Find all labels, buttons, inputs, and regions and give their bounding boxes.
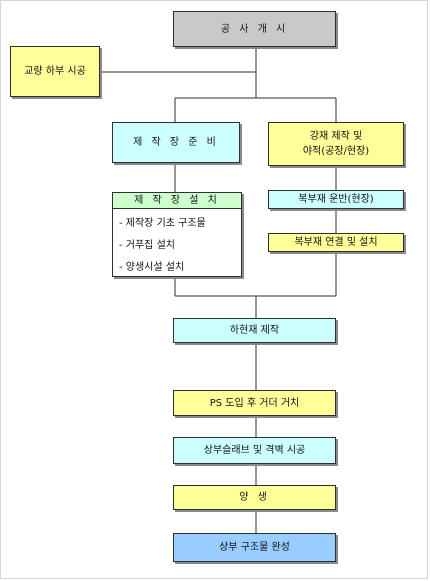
- yard-installation-tasks: - 제작장 기초 구조물 - 거푸집 설치 - 양생시설 설치: [112, 208, 242, 277]
- bridge-substructure-node: 교량 하부 시공: [10, 46, 100, 97]
- steel-fabrication-node: 강재 제작 및 야적(공장/현장): [268, 122, 404, 166]
- ps-girder-node: PS 도입 후 거더 거치: [173, 390, 336, 416]
- yard-installation-node: 제 작 장 설 치: [112, 192, 242, 209]
- yard-task-item: - 양생시설 설치: [119, 262, 185, 273]
- yard-preparation-node: 제 작 장 준 비: [112, 122, 240, 163]
- deck-slab-node: 상부슬래브 및 격벽 시공: [173, 437, 336, 464]
- lower-chord-node: 하현재 제작: [173, 318, 336, 343]
- yard-task-item: - 거푸집 설치: [119, 240, 175, 251]
- start-node: 공 사 개 시: [173, 11, 336, 47]
- member-transport-node: 복부재 운반(현장): [268, 190, 404, 209]
- yard-task-item: - 제작장 기초 구조물: [119, 218, 206, 229]
- complete-node: 상부 구조물 완성: [173, 533, 336, 562]
- member-connection-node: 복부재 연결 및 설치: [268, 233, 404, 252]
- curing-node: 양 생: [173, 485, 336, 510]
